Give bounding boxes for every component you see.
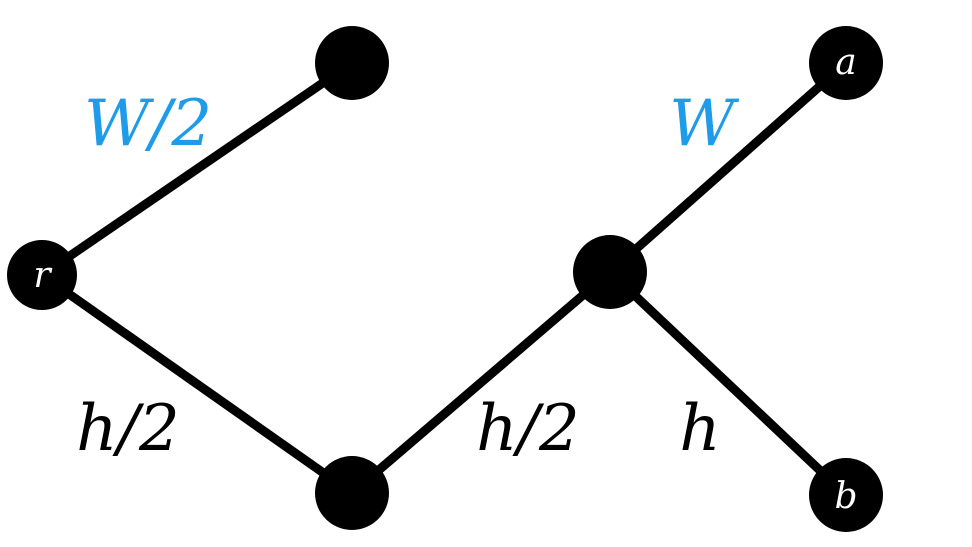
node-b — [809, 458, 883, 532]
edge-label-h-half-right: h/2 — [476, 392, 580, 466]
edge-label-h: h — [679, 392, 720, 466]
node-label-b: b — [834, 476, 857, 517]
node-label-r: r — [33, 255, 52, 296]
edge-label-w: W — [669, 87, 740, 161]
edge-r-bottom-middle — [37, 270, 357, 498]
edge-label-h-half-left: h/2 — [76, 392, 180, 466]
node-center-right — [573, 235, 647, 309]
node-top-left — [315, 26, 389, 100]
node-bottom-middle — [315, 456, 389, 530]
edge-label-w-half: W/2 — [84, 87, 212, 161]
node-r — [7, 240, 77, 310]
node-a — [809, 26, 883, 100]
node-label-a: a — [835, 42, 856, 83]
edge-r-top-left — [37, 58, 357, 280]
edge-bottom-middle-center-right — [347, 267, 615, 498]
edge-center-right-a — [605, 58, 851, 277]
edge-center-right-b — [605, 267, 851, 500]
